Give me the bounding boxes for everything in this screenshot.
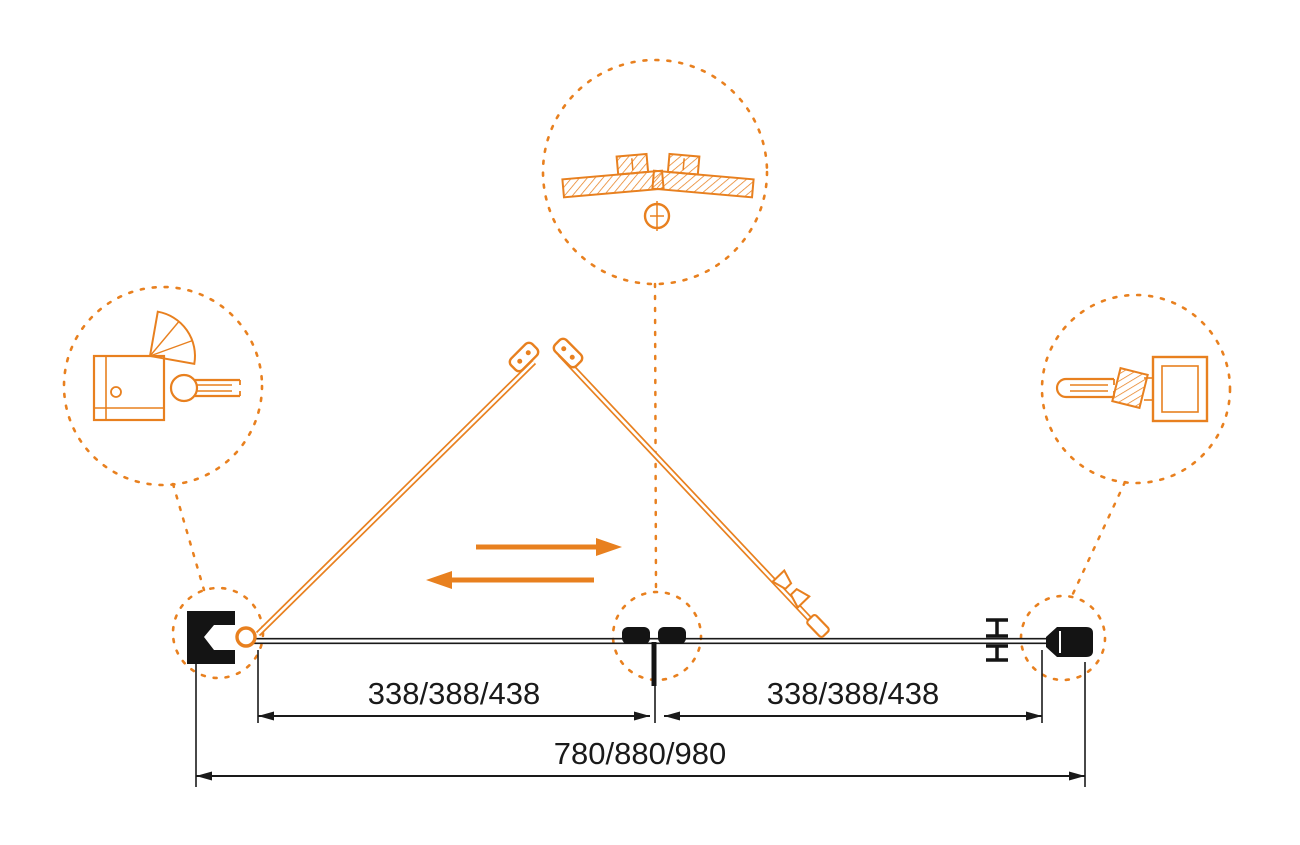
arrow-left-icon — [426, 571, 594, 589]
pivot-hinge — [235, 626, 257, 648]
fold-hinge-detail — [561, 152, 755, 231]
panel-roller — [771, 568, 811, 610]
leader-lines — [171, 282, 1127, 600]
seal-frame-inner — [1161, 365, 1199, 413]
leader-line-left — [171, 482, 206, 592]
dimension-label-total: 780/880/980 — [554, 736, 726, 771]
dimension-label-right: 338/388/438 — [767, 676, 939, 711]
arrow-right-icon — [476, 538, 622, 556]
detail-circle-left — [62, 285, 264, 487]
wall-bracket-left — [187, 611, 257, 664]
dimension-extension-lines — [195, 650, 1086, 787]
detail-circle-right — [1040, 293, 1232, 485]
fold-profile-bar-right — [651, 169, 755, 199]
panel-end-cap — [806, 614, 830, 638]
seal-frame-outer — [1151, 355, 1209, 423]
adjustment-fan — [148, 310, 196, 365]
glass-clamp — [1055, 377, 1115, 399]
highlight-circle-center — [611, 590, 703, 682]
screw-hole — [110, 386, 122, 398]
pivot-clevis — [169, 373, 241, 403]
dimension-right-half: 338/388/438 — [664, 676, 1042, 721]
fold-profile-bar-left — [561, 169, 665, 199]
wall-profile-body — [92, 354, 166, 422]
detail-circle-top — [541, 58, 769, 286]
center-hinge-hardware — [622, 627, 686, 686]
apex-hinge — [508, 337, 584, 373]
leader-line-top — [653, 282, 658, 593]
dimension-label-left: 338/388/438 — [368, 676, 540, 711]
fold-panel-right — [557, 351, 823, 633]
fold-panel-left — [255, 359, 537, 637]
magnet-latch — [1046, 627, 1093, 657]
dimension-left-half: 338/388/438 — [258, 676, 650, 721]
magnet-block — [1111, 366, 1149, 410]
dimension-total: 780/880/980 — [196, 736, 1085, 781]
door-track — [254, 637, 1048, 645]
magnet-seal-detail — [1055, 355, 1209, 423]
wall-profile-detail — [92, 310, 241, 422]
support-element — [986, 618, 1008, 662]
direction-arrows — [426, 538, 622, 589]
leader-line-right — [1069, 480, 1127, 600]
